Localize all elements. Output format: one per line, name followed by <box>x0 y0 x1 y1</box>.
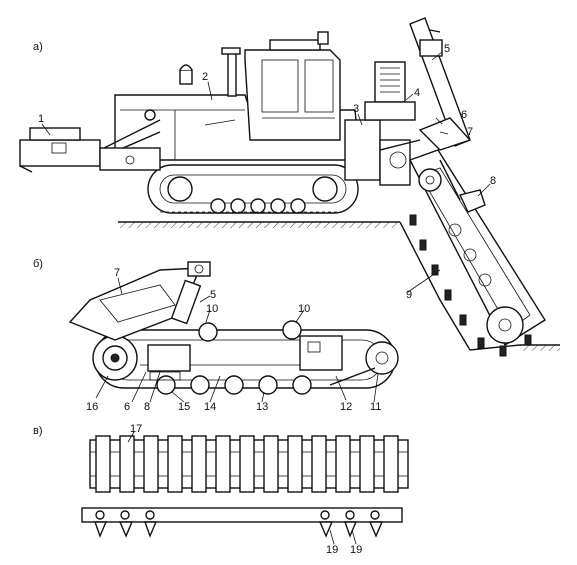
chain-links <box>95 435 399 493</box>
digging-chain-frame <box>409 149 546 357</box>
callout-b-8: 8 <box>144 401 150 413</box>
callout-a-9: 9 <box>406 289 412 301</box>
callout-b-11: 11 <box>370 401 381 413</box>
callout-b-16: 16 <box>86 401 98 413</box>
hydraulic-cylinder <box>170 261 211 325</box>
trench-wall <box>399 221 521 351</box>
callouts-b: 7 5 10 10 16 6 8 15 14 13 12 11 <box>86 267 381 413</box>
callout-a-2: 2 <box>202 71 208 83</box>
section-label-v: в) <box>33 425 43 437</box>
view-v-chain <box>81 435 409 538</box>
leader-lines <box>41 51 491 545</box>
callout-a-8: 8 <box>490 175 496 187</box>
callout-b-15: 15 <box>178 401 190 413</box>
callout-v-17: 17 <box>130 423 142 435</box>
view-b-working-body <box>68 261 399 395</box>
drive-gear <box>344 119 381 181</box>
section-label-a: а) <box>33 41 43 53</box>
callout-a-5: 5 <box>444 43 450 55</box>
top-roller-1 <box>198 322 218 342</box>
top-roller-2 <box>282 320 302 340</box>
callout-a-4: 4 <box>414 87 420 99</box>
bottom-rollers <box>156 375 312 395</box>
callout-a-6: 6 <box>461 109 467 121</box>
callout-b-6: 6 <box>124 401 130 413</box>
ground-hatch-right <box>520 345 560 351</box>
callout-a-3: 3 <box>353 103 359 115</box>
ground-hatch-left <box>118 222 400 228</box>
callout-v-19a: 19 <box>326 544 338 556</box>
callout-b-12: 12 <box>340 401 352 413</box>
idler-wheel <box>365 341 399 375</box>
callout-a-7: 7 <box>467 126 473 138</box>
cutters <box>94 521 384 538</box>
callout-b-5: 5 <box>210 289 216 301</box>
view-a-tractor <box>19 17 560 357</box>
callout-a-1: 1 <box>38 113 44 125</box>
callout-b-13: 13 <box>256 401 268 413</box>
tractor-cab <box>244 49 341 141</box>
chain-belt <box>94 329 396 389</box>
tensioner <box>299 335 343 371</box>
callout-b-14: 14 <box>204 401 216 413</box>
callout-b-7: 7 <box>114 267 120 279</box>
beacon-lamp <box>179 69 193 85</box>
crawler-track <box>147 164 359 214</box>
exhaust-pipe <box>227 51 237 97</box>
callout-b-10b: 10 <box>298 303 310 315</box>
road-wheels <box>167 176 338 214</box>
callout-v-19b: 19 <box>350 544 362 556</box>
boom-mast <box>409 17 471 147</box>
counterweight <box>19 119 161 173</box>
callout-b-10a: 10 <box>206 303 218 315</box>
section-label-b: б) <box>33 258 43 270</box>
gearbox <box>147 344 191 372</box>
callouts-a: 1 2 3 4 5 6 7 8 9 <box>38 43 496 301</box>
callouts-v: 17 19 19 <box>130 423 362 556</box>
